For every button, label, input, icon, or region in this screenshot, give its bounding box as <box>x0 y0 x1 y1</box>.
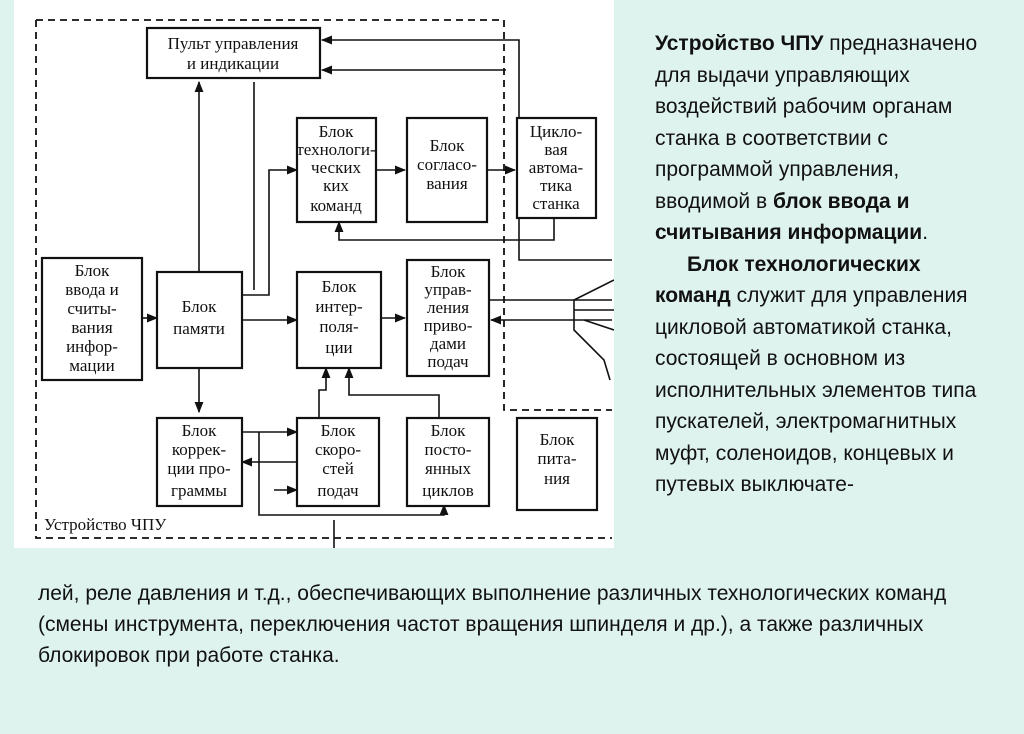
term-tech-commands-block: Блок технологических команд <box>655 252 921 308</box>
paragraph-cnc-device: Устройство ЧПУ предназначено для выдачи … <box>655 28 1000 249</box>
term-input-block: блок ввода и считывания информации <box>655 189 923 245</box>
block-label: ции про- <box>167 459 231 478</box>
block-label: согласо- <box>417 155 477 174</box>
block-memory: Блок памяти <box>155 270 244 370</box>
block-tech-commands: Блок технологи- ческих ких команд <box>295 116 378 224</box>
connection-lines <box>142 35 612 548</box>
block-label: Блок <box>321 421 357 440</box>
block-label: Блок <box>322 277 358 296</box>
block-label: граммы <box>171 481 228 500</box>
paragraph-continuation: лей, реле давления и т.д., обеспечивающи… <box>38 582 947 667</box>
block-label: ния <box>544 469 570 488</box>
block-label: Блок <box>431 421 467 440</box>
paragraph-tech-commands: Блок технологических команд служит для у… <box>655 249 1000 501</box>
block-label: и индикации <box>187 54 279 73</box>
block-label: управ- <box>424 280 472 299</box>
block-label: Блок <box>182 297 218 316</box>
block-label: Блок <box>430 136 466 155</box>
block-label: ких <box>323 176 349 195</box>
block-feed-rates: Блок скоро- стей подач <box>295 416 381 508</box>
block-label: Пульт управления <box>168 34 299 53</box>
block-power-supply: Блок пита- ния <box>515 416 599 512</box>
block-label: Блок <box>75 261 111 280</box>
block-label: подач <box>317 481 359 500</box>
block-label: приво- <box>424 316 473 335</box>
block-label: подач <box>427 352 469 371</box>
block-label: ческих <box>311 158 361 177</box>
block-program-correction: Блок коррек- ции про- граммы <box>155 416 244 508</box>
block-label: ления <box>427 298 469 317</box>
block-label: пита- <box>537 449 576 468</box>
block-matching: Блок согласо- вания <box>405 116 489 224</box>
block-label: команд <box>310 196 362 215</box>
block-label: посто- <box>425 440 472 459</box>
block-label: автома- <box>529 158 584 177</box>
block-label: памяти <box>173 319 225 338</box>
description-bottom: лей, реле давления и т.д., обеспечивающи… <box>38 578 998 671</box>
block-label: ввода и <box>65 280 119 299</box>
paragraph-text: . <box>922 221 929 244</box>
block-label: циклов <box>422 481 473 500</box>
description-side: Устройство ЧПУ предназначено для выдачи … <box>655 28 1000 501</box>
block-label: считы- <box>67 299 117 318</box>
block-label: Цикло- <box>530 122 583 141</box>
block-label: коррек- <box>172 440 227 459</box>
block-label: вания <box>71 318 113 337</box>
block-label: скоро- <box>315 440 361 459</box>
block-label: Блок <box>182 421 218 440</box>
block-label: станка <box>532 194 580 213</box>
machine-sketch <box>573 279 614 381</box>
block-label: инфор- <box>66 337 118 356</box>
block-feed-drive-control: Блок управ- ления приво- дами подач <box>405 258 491 378</box>
block-label: поля- <box>319 317 359 336</box>
block-label: вая <box>544 140 567 159</box>
block-label: вания <box>426 174 468 193</box>
term-cnc-device: Устройство ЧПУ <box>655 32 824 55</box>
block-label: технологи- <box>296 140 376 159</box>
block-cycle-automation: Цикло- вая автома- тика станка <box>515 116 598 220</box>
block-label: тика <box>540 176 573 195</box>
block-interpolation: Блок интер- поля- ции <box>295 270 383 370</box>
block-label: янных <box>425 459 471 478</box>
block-label: Блок <box>319 122 355 141</box>
block-label: мации <box>69 356 114 375</box>
paragraph-text: предназначено для выдачи управляющих воз… <box>655 32 978 213</box>
block-label: Блок <box>540 430 576 449</box>
block-input: Блок ввода и считы- вания инфор- мации <box>40 256 144 382</box>
block-label: дами <box>430 334 466 353</box>
block-label: стей <box>322 459 354 478</box>
frame-label: Устройство ЧПУ <box>44 515 167 534</box>
cnc-frame-boundary <box>35 19 612 539</box>
block-label: Блок <box>431 262 467 281</box>
block-panel: Пульт управления и индикации <box>145 26 322 80</box>
block-label: ции <box>325 338 352 357</box>
cnc-block-diagram: Устройство ЧПУ <box>14 0 614 548</box>
block-label: интер- <box>315 297 363 316</box>
block-fixed-cycles: Блок посто- янных циклов <box>405 416 491 508</box>
paragraph-text: служит для управления цикловой автоматик… <box>655 284 977 496</box>
